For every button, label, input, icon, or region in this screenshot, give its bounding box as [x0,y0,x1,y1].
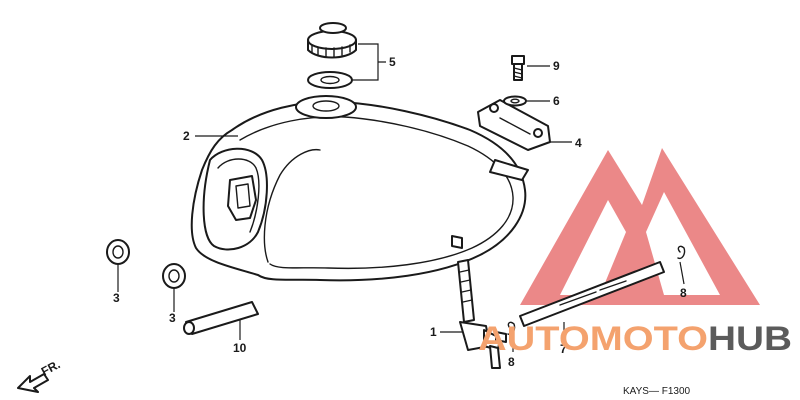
watermark-text-automoto: AUTOMOTO [478,320,708,358]
watermark-logo [520,148,760,305]
callout-10: 10 [233,341,247,355]
callout-7: 7 [560,342,567,356]
watermark-wordmark: AUTOMOTO HUB [478,320,792,358]
fuel-cap [307,22,357,59]
tube-clip-right [677,245,686,260]
callout-8-left: 8 [508,355,515,369]
tube-clip-left [507,321,516,336]
callout-9: 9 [553,59,560,73]
callout-3-lower: 3 [169,311,176,325]
diagram-code: KAYS— F1300 [623,386,691,397]
washer [503,95,527,107]
callout-4: 4 [575,136,582,150]
front-direction-arrow: FR. [17,357,62,393]
rubber-cushion-lower [162,263,186,289]
rear-bracket [477,99,551,151]
watermark-text-hub: HUB [708,320,792,358]
callout-3-upper: 3 [113,291,120,305]
breather-tube [183,301,259,335]
rubber-cushion-upper [106,239,130,265]
callout-5: 5 [389,55,396,69]
bolt [511,55,525,81]
leader-lines [117,43,685,352]
callout-2: 2 [183,129,190,143]
callout-8-right: 8 [680,286,687,300]
fuel-tank [190,95,529,282]
fuel-valve [457,259,507,369]
callout-6: 6 [553,94,560,108]
fuel-line [519,261,665,327]
callout-1: 1 [430,325,437,339]
cap-gasket [307,71,353,89]
